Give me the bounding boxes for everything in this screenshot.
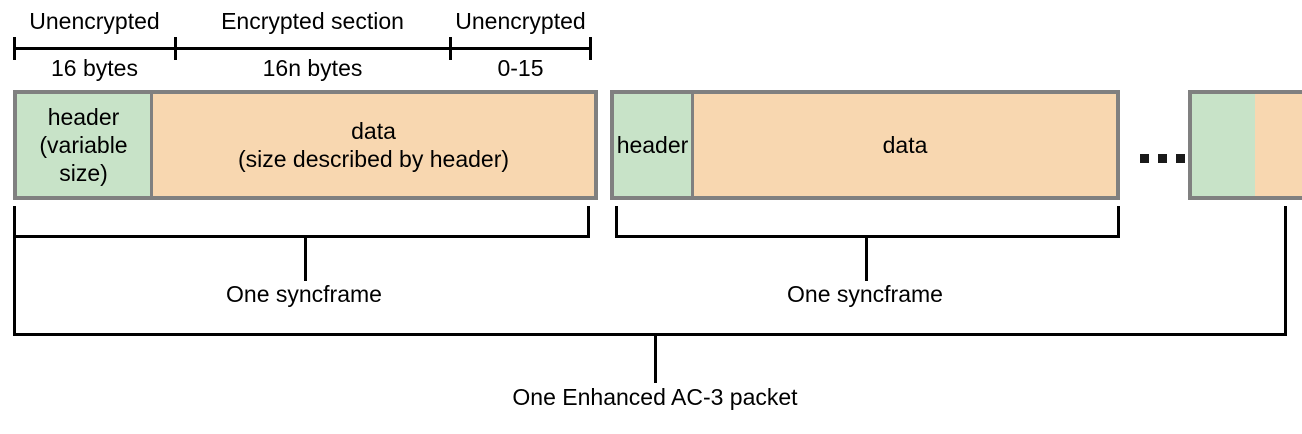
syncframe-block-1: header (variable size) data (size descri… — [13, 90, 598, 200]
syncframe-2-data-segment: data — [694, 94, 1116, 196]
ellipsis-dot-3 — [1176, 154, 1185, 163]
bracket-syncframe-2-left-arm — [615, 206, 618, 238]
bracket-syncframe-2-caption: One syncframe — [787, 281, 943, 307]
syncframe-2-header-segment: header — [614, 94, 694, 196]
ruler-bottom-label-0-15: 0-15 — [497, 55, 544, 81]
syncframe-3-data-segment — [1255, 94, 1302, 196]
bracket-syncframe-2-stem — [865, 236, 868, 281]
bracket-packet-stem — [654, 334, 657, 383]
ruler-bottom-label-16-bytes: 16 bytes — [51, 55, 138, 81]
syncframe-3-header-segment — [1192, 94, 1255, 196]
ruler-tick-1 — [174, 37, 177, 60]
ellipsis-icon — [1140, 154, 1185, 163]
bracket-packet-span — [13, 333, 1287, 336]
ruler-baseline — [14, 47, 592, 50]
ruler-bottom-label-16n-bytes: 16n bytes — [262, 55, 363, 81]
bracket-syncframe-1-stem — [304, 236, 307, 281]
ellipsis-dot-2 — [1158, 154, 1167, 163]
ruler-top-label-unencrypted-2: Unencrypted — [455, 8, 586, 34]
ruler-top-label-encrypted-section: Encrypted section — [221, 8, 404, 34]
bracket-packet-left-arm — [13, 206, 16, 336]
syncframe-block-2: header data — [610, 90, 1120, 200]
bracket-syncframe-2-right-arm — [1117, 206, 1120, 238]
ellipsis-dot-1 — [1140, 154, 1149, 163]
bracket-packet-caption: One Enhanced AC-3 packet — [512, 384, 798, 410]
bracket-packet — [13, 206, 1287, 336]
bracket-syncframe-1-caption: One syncframe — [226, 281, 382, 307]
bracket-syncframe-1-right-arm — [587, 206, 590, 238]
ruler-tick-0 — [13, 37, 16, 60]
syncframe-block-3-partial — [1188, 90, 1302, 200]
syncframe-1-data-segment: data (size described by header) — [153, 94, 594, 196]
ruler-tick-3 — [589, 37, 592, 60]
syncframe-1-header-segment: header (variable size) — [17, 94, 153, 196]
bracket-syncframe-1-span — [13, 235, 590, 238]
ruler-tick-2 — [449, 37, 452, 60]
ruler-top-label-unencrypted-1: Unencrypted — [29, 8, 160, 34]
bracket-packet-right-arm — [1284, 206, 1287, 336]
